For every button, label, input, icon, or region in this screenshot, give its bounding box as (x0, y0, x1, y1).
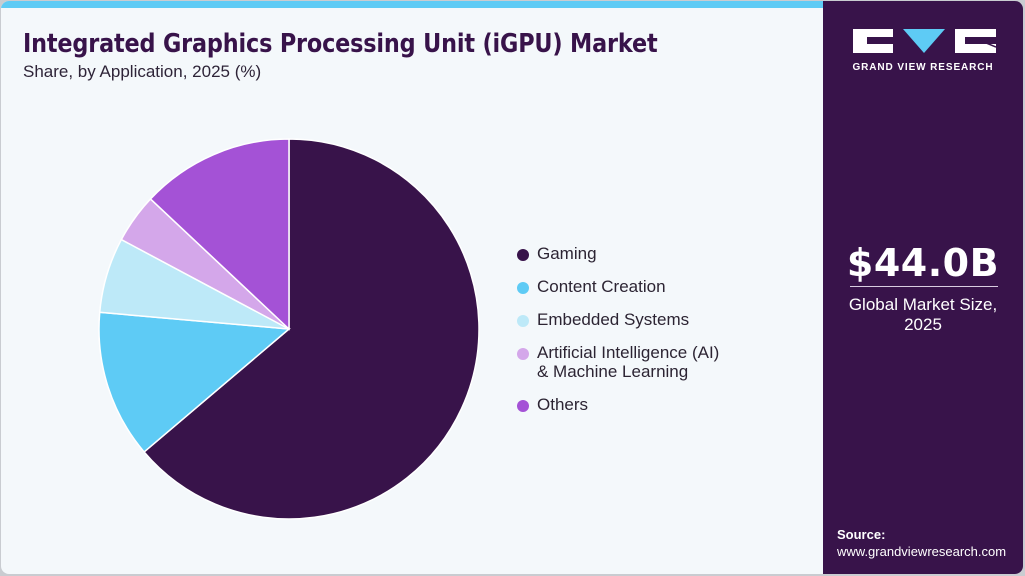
legend-dot-icon (517, 348, 529, 360)
logo-text: GRAND VIEW RESEARCH (852, 62, 994, 73)
legend-dot-icon (517, 315, 529, 327)
pie-chart (98, 138, 480, 520)
legend-item-content-creation: Content Creation (517, 277, 719, 296)
chart-subtitle: Share, by Application, 2025 (%) (23, 62, 262, 81)
legend-dot-icon (517, 282, 529, 294)
legend-label: Artificial Intelligence (AI) (537, 343, 720, 362)
pie-slice-others (149, 138, 290, 331)
legend-label: Content Creation (537, 277, 666, 296)
divider (850, 286, 998, 287)
chart-title: Integrated Graphics Processing Unit (iGP… (23, 29, 658, 59)
source-label: Source: (837, 527, 886, 542)
market-size-label-line1: Global Market Size, (848, 295, 998, 314)
legend-dot-icon (517, 400, 529, 412)
legend-label: Others (537, 395, 589, 414)
legend-item-gaming: Gaming (517, 244, 719, 263)
legend-item-embedded-systems: Embedded Systems (517, 310, 719, 329)
legend-item-ai-ml: Artificial Intelligence (AI) & Machine L… (517, 343, 719, 381)
source-link[interactable]: www.grandviewresearch.com (837, 544, 1007, 559)
legend-item-others: Others (517, 395, 719, 414)
pie-slice-gaming (143, 138, 480, 520)
accent-top-bar (1, 1, 823, 8)
chart-legend: Gaming Content Creation Embedded Systems… (517, 244, 719, 414)
legend-label-line2: & Machine Learning (537, 362, 689, 381)
legend-label: Embedded Systems (537, 310, 690, 329)
market-size-label: Global Market Size, 2025 (823, 295, 1023, 335)
grand-view-research-logo-icon (853, 29, 996, 53)
side-panel: GRAND VIEW RESEARCH $44.0B Global Market… (823, 1, 1023, 574)
market-size-value: $44.0B (846, 241, 1000, 285)
market-size-label-line2: 2025 (904, 315, 942, 334)
legend-label: Gaming (537, 244, 597, 263)
legend-dot-icon (517, 249, 529, 261)
pie-slice-content-creation (98, 311, 291, 453)
